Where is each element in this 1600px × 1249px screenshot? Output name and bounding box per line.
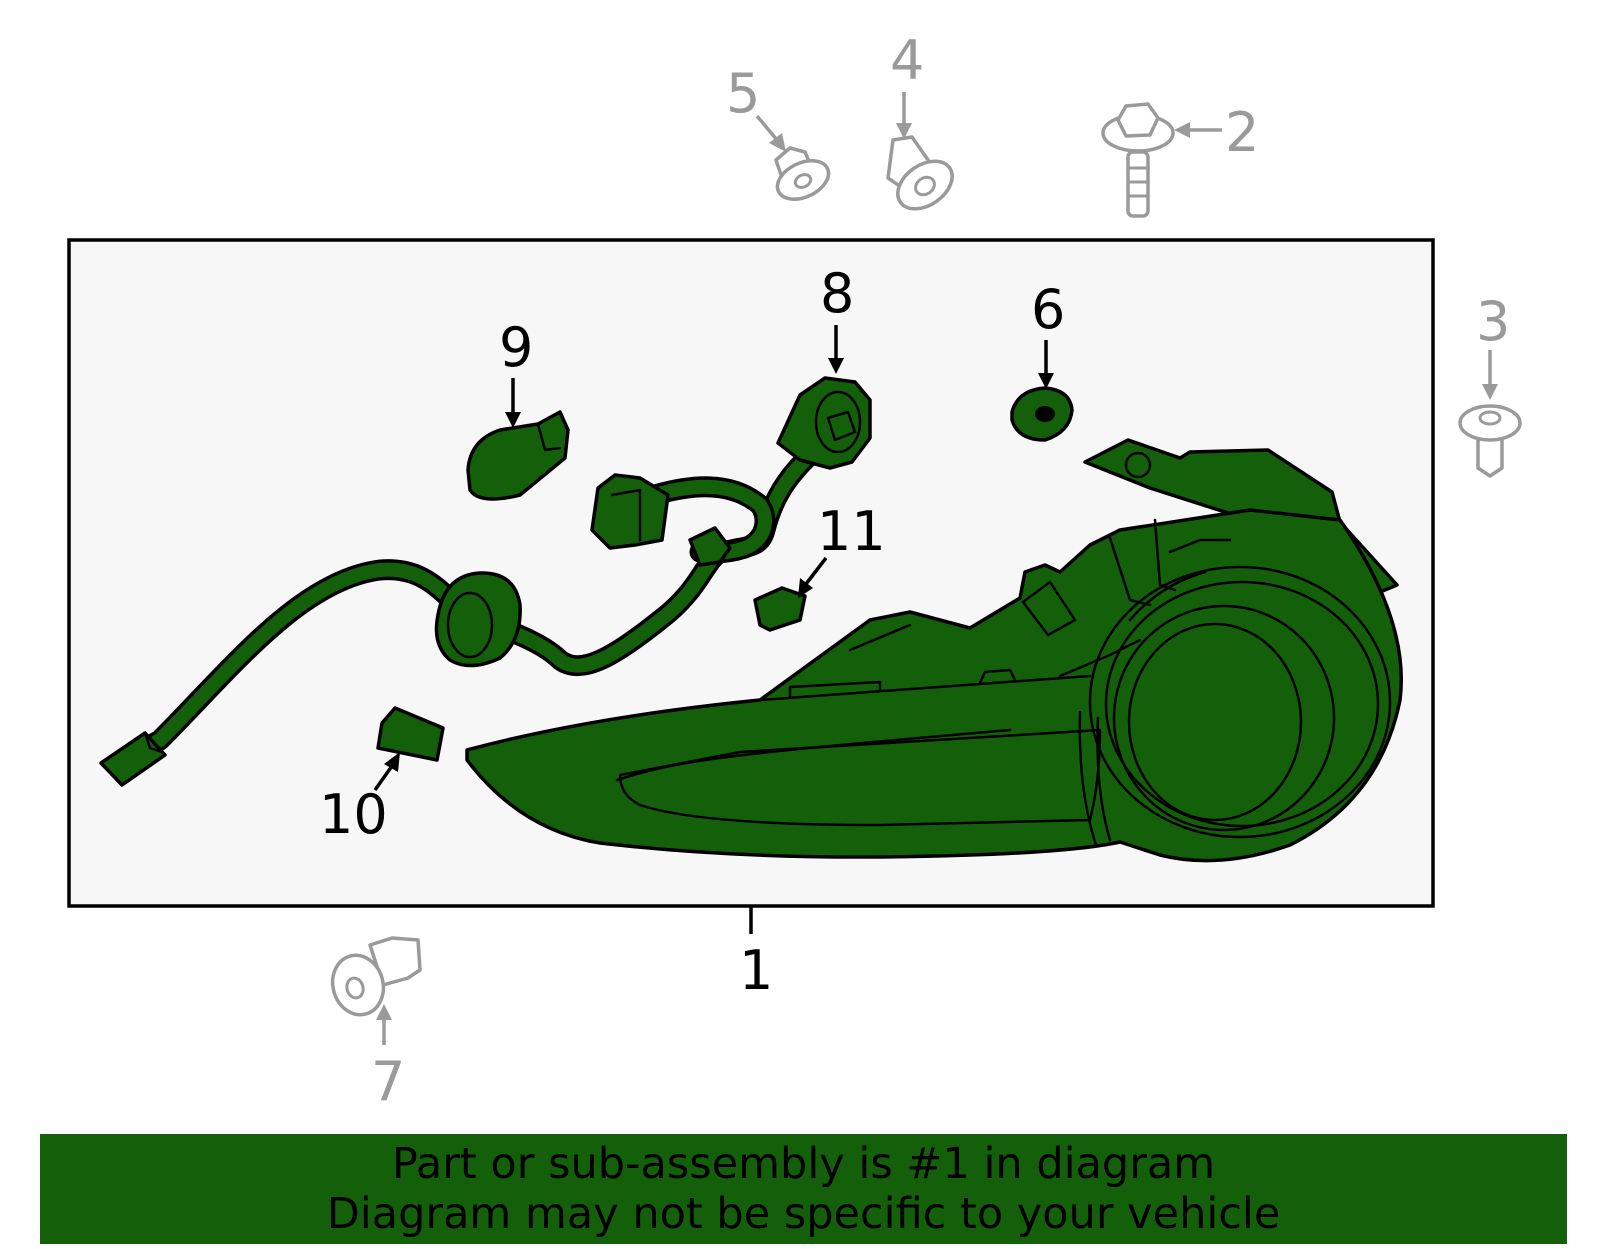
callout-4: 4 <box>890 29 924 92</box>
callout-5: 5 <box>726 62 760 125</box>
part-4-nut-insert[interactable] <box>886 135 961 219</box>
part-11-pad[interactable] <box>753 586 807 632</box>
callout-3: 3 <box>1476 290 1510 353</box>
part-8-socket[interactable] <box>776 376 872 470</box>
banner-line-2: Diagram may not be specific to your vehi… <box>326 1189 1281 1239</box>
part-7-clip[interactable] <box>326 936 422 1020</box>
headlamp-assembly[interactable] <box>465 438 1403 863</box>
callout-11: 11 <box>817 500 886 563</box>
callout-8: 8 <box>820 262 854 325</box>
part-3-clip[interactable] <box>1458 404 1522 478</box>
callout-10: 10 <box>319 783 388 846</box>
callout-9: 9 <box>499 316 533 379</box>
part-9-bulb[interactable] <box>466 410 570 501</box>
banner-line-1: Part or sub-assembly is #1 in diagram <box>391 1139 1216 1189</box>
notice-banner: Part or sub-assembly is #1 in diagram Di… <box>40 1134 1567 1244</box>
callout-6: 6 <box>1031 278 1065 341</box>
part-6-grommet[interactable] <box>1010 386 1074 442</box>
wiring-harness[interactable] <box>99 444 821 787</box>
callout-1: 1 <box>739 939 773 1002</box>
callout-7: 7 <box>371 1050 405 1113</box>
part-10-pad[interactable] <box>376 706 445 762</box>
part-5-push-nut[interactable] <box>771 146 834 207</box>
part-2-hex-bolt[interactable] <box>1101 102 1175 218</box>
callout-2: 2 <box>1225 101 1259 164</box>
